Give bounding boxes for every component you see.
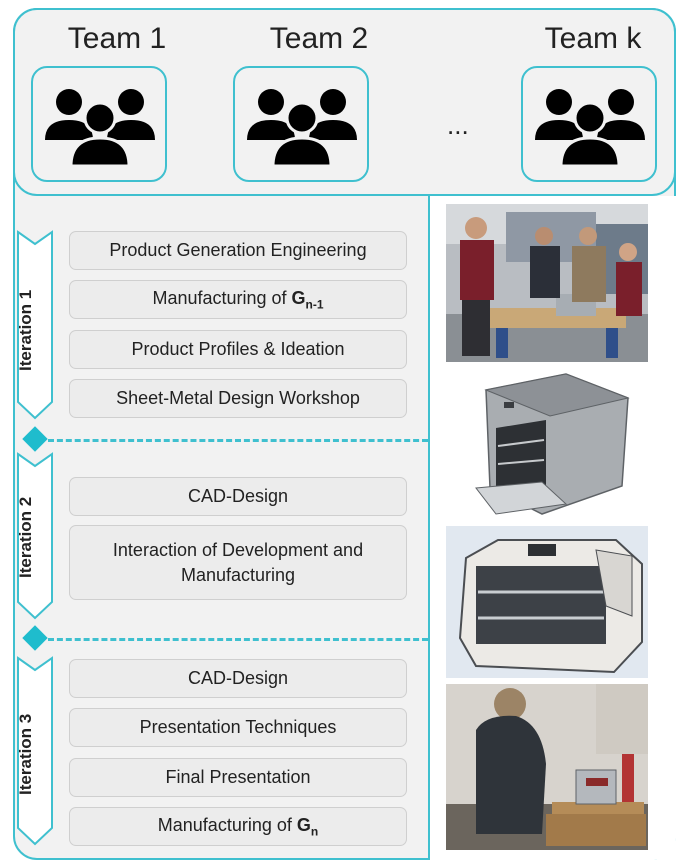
step-label-subscript: n <box>310 824 319 839</box>
step-label: Product Generation Engineering <box>109 240 367 261</box>
team-icon <box>247 89 357 168</box>
iteration-1-arrow: Iteration 1 <box>16 230 54 420</box>
iteration-divider-1 <box>48 439 428 442</box>
team-meeting-photo <box>446 204 648 362</box>
team-2-label: Team 2 <box>269 22 369 55</box>
iteration-1-label: Iteration 1 <box>16 289 35 371</box>
manufacturing-photo <box>446 684 648 850</box>
ellipsis: ... <box>447 110 469 140</box>
step-manufacturing-gn: Manufacturing of Gn <box>69 807 407 846</box>
cad-model-render-2 <box>446 526 648 678</box>
step-manufacturing-gn-1: Manufacturing of Gn-1 <box>69 280 407 319</box>
step-presentation-techniques: Presentation Techniques <box>69 708 407 747</box>
step-label: Manufacturing of Gn-1 <box>152 286 323 313</box>
iteration-3-label: Iteration 3 <box>16 713 35 795</box>
team-icon <box>45 89 155 168</box>
step-label-subscript: n-1 <box>305 297 324 312</box>
photo-column <box>428 196 676 860</box>
step-cad-design-1: CAD-Design <box>69 477 407 516</box>
step-label: Sheet-Metal Design Workshop <box>116 388 360 409</box>
step-label-prefix: Manufacturing of <box>152 288 292 309</box>
step-label: Product Profiles & Ideation <box>131 339 345 360</box>
iteration-2-arrow: Iteration 2 <box>16 452 54 620</box>
teams-panel: Team 1 Team 2 Team k ... <box>13 8 676 196</box>
team-k-label: Team k <box>544 22 642 55</box>
team-1-label: Team 1 <box>67 22 167 55</box>
step-label-symbol: G <box>296 815 311 836</box>
team-2-card <box>233 66 369 182</box>
iteration-2-label: Iteration 2 <box>16 496 35 578</box>
cad-model-render <box>446 368 648 520</box>
iteration-3-arrow: Iteration 3 <box>16 656 54 846</box>
step-cad-design-2: CAD-Design <box>69 659 407 698</box>
step-label: Final Presentation <box>165 767 311 788</box>
step-label-line-1: Interaction of Development and <box>112 540 364 561</box>
step-sheet-metal-workshop: Sheet-Metal Design Workshop <box>69 379 407 418</box>
step-final-presentation: Final Presentation <box>69 758 407 797</box>
step-label-prefix: Manufacturing of <box>157 815 297 836</box>
step-label-symbol: G <box>291 288 306 309</box>
team-1-card <box>31 66 167 182</box>
step-label-line-2: Manufacturing <box>180 564 296 585</box>
step-product-profiles: Product Profiles & Ideation <box>69 330 407 369</box>
step-label: Presentation Techniques <box>139 717 337 738</box>
step-label: Manufacturing of Gn <box>158 813 318 840</box>
step-product-generation-engineering: Product Generation Engineering <box>69 231 407 270</box>
team-k-card <box>521 66 657 182</box>
step-label: CAD-Design <box>187 486 289 507</box>
step-label: CAD-Design <box>187 668 289 689</box>
iteration-divider-2 <box>48 638 428 641</box>
team-icon <box>535 89 645 168</box>
